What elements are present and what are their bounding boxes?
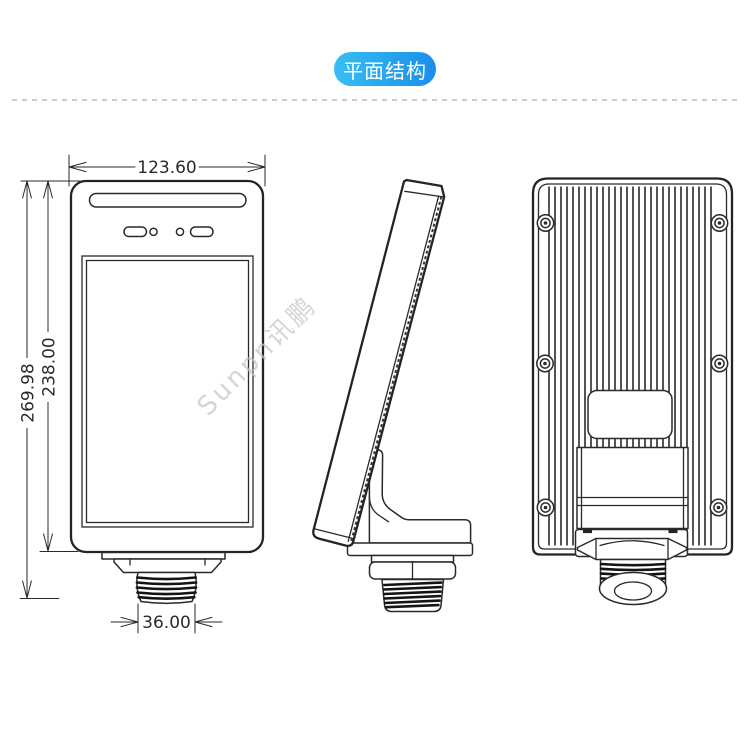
fill-light-left — [123, 226, 148, 238]
speaker-slot — [88, 192, 247, 208]
side-view — [312, 178, 474, 613]
front-mount — [101, 551, 226, 605]
section-title: 平面结构 — [343, 60, 427, 83]
label-recess — [587, 389, 673, 440]
dimension-body-height-label: 238.00 — [40, 337, 60, 396]
screw-icon — [709, 498, 728, 517]
screen-outer — [81, 255, 254, 528]
dimension-width-label: 123.60 — [137, 158, 196, 178]
dimension-width: 123.60 — [68, 154, 266, 187]
dimension-body-height: 238.00 — [39, 180, 79, 552]
screws — [536, 214, 729, 517]
camera-lens-left — [149, 227, 158, 237]
dimension-total-height: 269.98 — [18, 180, 81, 599]
thread-bore — [613, 581, 653, 601]
back-view — [531, 177, 734, 606]
front-view — [69, 179, 265, 605]
wall-bracket — [368, 448, 472, 544]
dimension-mount-thread: 36.00 — [110, 603, 223, 634]
fill-light-right — [189, 226, 214, 238]
screw-icon — [536, 498, 555, 517]
mount-box-back — [576, 446, 689, 530]
base-plate — [346, 542, 474, 557]
device-profile — [312, 178, 446, 547]
thread-back — [598, 558, 668, 606]
screw-icon — [536, 214, 555, 232]
edge-hatch — [349, 196, 443, 544]
section-title-badge: 平面结构 — [334, 52, 436, 86]
mount-flange-back — [574, 528, 689, 561]
dashed-divider — [12, 99, 738, 101]
screw-icon — [536, 354, 554, 373]
screw-icon — [710, 214, 729, 232]
screen-inner — [85, 259, 250, 524]
bottom-cap-line — [314, 528, 353, 539]
camera-lens-right — [175, 227, 185, 237]
dimension-total-height-label: 269.98 — [19, 363, 39, 422]
top-cap-line — [404, 190, 445, 198]
dimension-mount-thread-label: 36.00 — [142, 613, 191, 633]
screw-icon — [710, 354, 729, 373]
